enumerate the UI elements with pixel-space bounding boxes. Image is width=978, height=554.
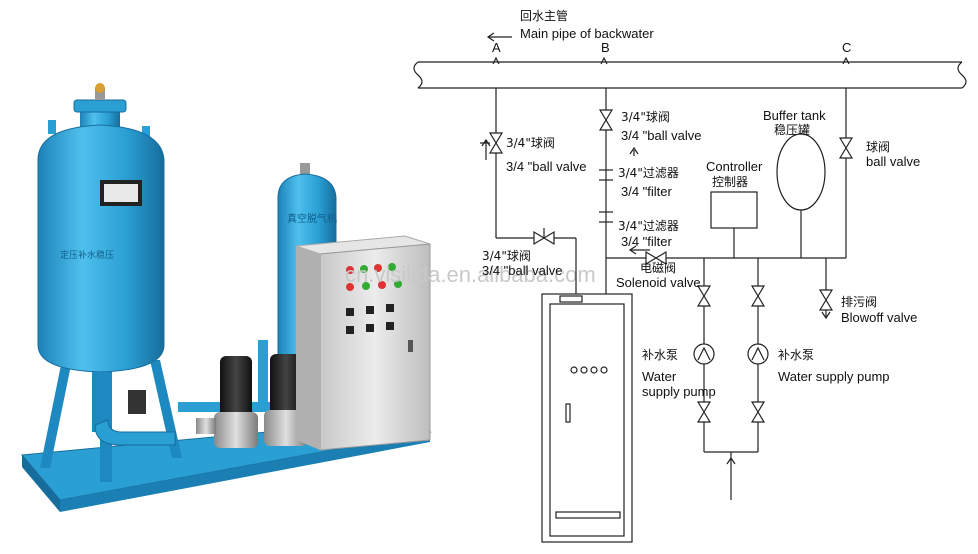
main-pipe-cn: 回水主管: [520, 8, 568, 23]
controller-cn: 控制器: [712, 175, 748, 189]
pump-1-cn: 补水泵: [642, 348, 678, 362]
point-c: C: [842, 40, 851, 55]
pump-line-1: [693, 258, 715, 452]
blowoff-valve-cn: 排污阀: [841, 295, 877, 309]
ball-valve-c-en: ball valve: [866, 154, 920, 169]
schematic: [413, 32, 967, 543]
valve-icon: [488, 132, 504, 145]
ball-valve-b-en: 3/4 "ball valve: [621, 128, 702, 143]
ball-valve-left-cn: 3/4"球阀: [506, 136, 555, 150]
large-expansion-tank: 定压补水稳压: [37, 83, 176, 446]
inlet-manifold: [704, 451, 758, 500]
cabinet-drawing: [541, 293, 633, 543]
point-b: B: [601, 40, 610, 55]
controller-en: Controller: [706, 159, 763, 174]
ball-valve-b-cn: 3/4"球阀: [621, 110, 670, 124]
controller-box: [710, 191, 758, 258]
valve-icon: [488, 141, 504, 154]
ball-valve-left-en: 3/4 "ball valve: [506, 159, 587, 174]
tank-plate-text: 定压补水稳压: [60, 249, 114, 261]
control-cabinet: [295, 235, 431, 451]
equipment-photo: 定压补水稳压 真空脱气机: [21, 83, 432, 512]
filter-2-cn: 3/4"过滤器: [618, 219, 679, 233]
pump-1-en2: supply pump: [642, 384, 716, 399]
branch-a: [480, 88, 577, 294]
ball-valve-bypass-cn: 3/4"球阀: [482, 249, 531, 263]
main-pipe: [413, 32, 967, 89]
pump-1-en1: Water: [642, 369, 677, 384]
blowoff-valve-en: Blowoff valve: [841, 310, 917, 325]
pump-2-cn: 补水泵: [778, 348, 814, 362]
selector-switches: [346, 304, 394, 334]
main-pipe-en: Main pipe of backwater: [520, 26, 654, 41]
small-tank-text: 真空脱气机: [287, 212, 337, 225]
buffer-tank-en: Buffer tank: [763, 108, 826, 123]
filter-2-en: 3/4 "filter: [621, 234, 673, 249]
schematic-labels: 回水主管 Main pipe of backwater A B C 3/4"球阀…: [482, 8, 920, 399]
gauge-icon: [95, 83, 105, 93]
pump-unit-1: [196, 356, 258, 448]
branch-c: [700, 88, 854, 259]
point-a: A: [492, 40, 501, 55]
indicator-lights: [346, 263, 402, 291]
blowoff-branch: [818, 258, 834, 320]
ball-valve-bypass-en: 3/4 "ball valve: [482, 263, 563, 278]
pump-2-en: Water supply pump: [778, 369, 890, 384]
ball-valve-c-cn: 球阀: [866, 140, 890, 154]
buffer-tank-cn: 稳压罐: [774, 122, 810, 137]
buffer-tank: [776, 133, 826, 258]
pump-piping: [178, 340, 338, 412]
solenoid-valve-en: Solenoid valve: [616, 275, 701, 290]
filter-1-en: 3/4 "filter: [621, 184, 673, 199]
filter-1-cn: 3/4"过滤器: [618, 166, 679, 180]
pump-line-2: [747, 258, 769, 452]
branch-b: [598, 88, 700, 294]
cabinet-handle: [408, 340, 413, 352]
watermark: cn.visilida.en.alibaba.com: [345, 262, 596, 287]
solenoid-valve-cn: 电磁阀: [640, 260, 676, 275]
